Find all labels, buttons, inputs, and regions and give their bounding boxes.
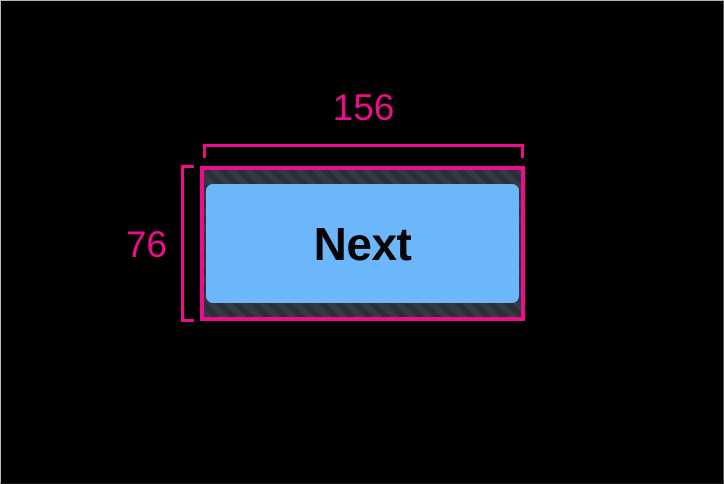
selection-highlight-outline[interactable] xyxy=(200,166,525,321)
next-button-label: Next xyxy=(313,217,412,270)
component-padding-region: Next xyxy=(204,170,521,317)
next-button[interactable]: Next xyxy=(206,184,519,303)
width-dimension-bracket xyxy=(203,144,524,158)
height-dimension-label: 76 xyxy=(125,224,167,265)
height-dimension-bracket xyxy=(181,165,194,322)
width-dimension-label: 156 xyxy=(332,87,395,128)
